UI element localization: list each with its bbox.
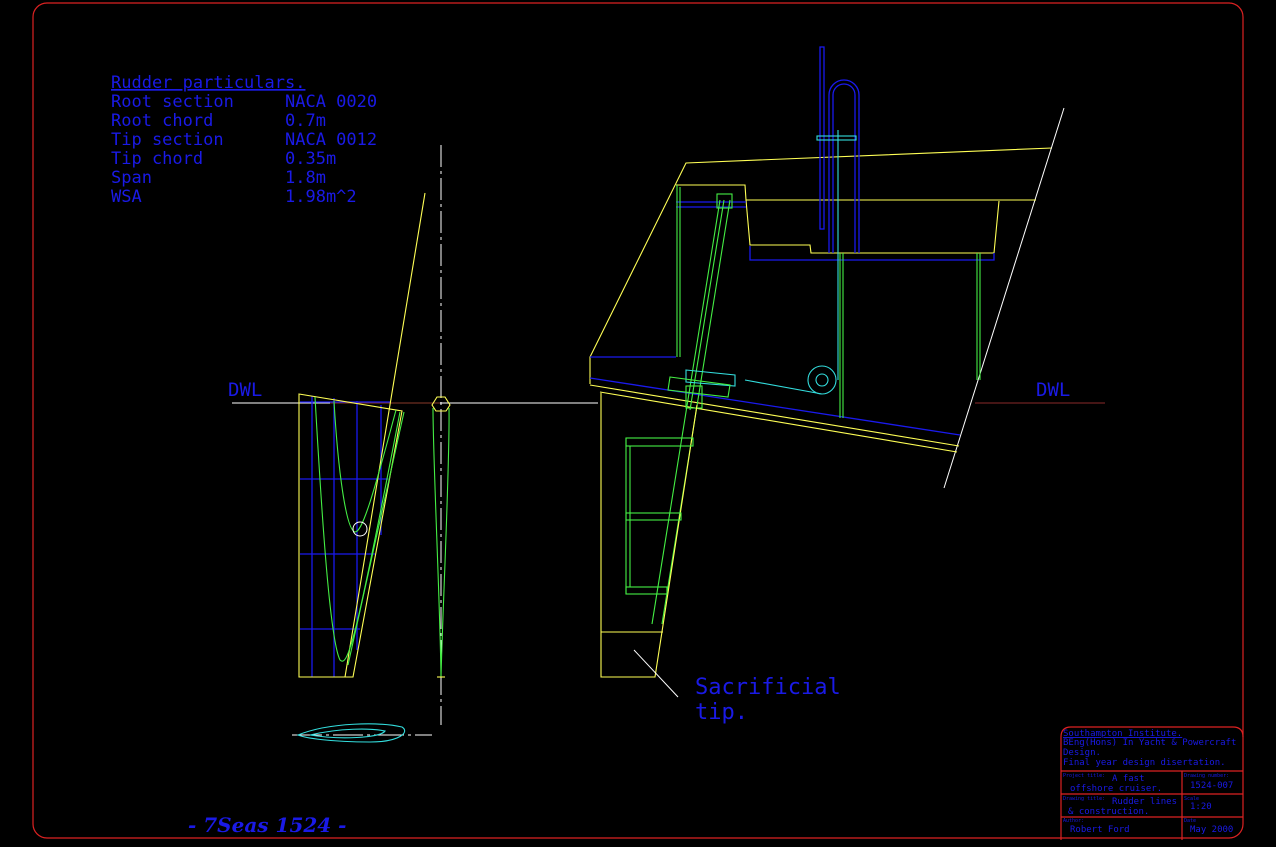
tb-drawing-title-label: Drawing title: (1063, 796, 1105, 802)
foil-section-plan (292, 723, 432, 743)
particular-value: 0.35m (285, 149, 336, 169)
tb-course-2: Design. (1063, 748, 1101, 758)
particular-label: Tip chord (111, 149, 203, 169)
rudder-particulars: Rudder particulars. Root section NACA 00… (111, 73, 377, 207)
particular-label: Root chord (111, 111, 213, 131)
tb-course-3: Final year design disertation. (1063, 758, 1226, 768)
particular-label: WSA (111, 187, 142, 207)
particular-label: Tip section (111, 130, 224, 150)
tb-project-title-2: offshore cruiser. (1070, 784, 1162, 794)
particular-value: NACA 0020 (285, 92, 377, 112)
dwl-label-left: DWL (228, 379, 262, 401)
sacrificial-tip-label: Sacrificial (695, 675, 841, 700)
particular-value: NACA 0012 (285, 130, 377, 150)
tb-project-title: A fast (1112, 774, 1145, 784)
rudder-lines-profile (298, 192, 426, 678)
logo-7seas: - 7Seas 1524 - (188, 813, 346, 837)
drawing-border (32, 2, 1244, 839)
tb-date-label: Date (1184, 818, 1196, 824)
hull-construction (589, 46, 1065, 698)
particular-label: Span (111, 168, 152, 188)
particulars-heading: Rudder particulars. (111, 73, 305, 93)
particular-label: Root section (111, 92, 234, 112)
tb-drawing-number-label: Drawing number: (1184, 773, 1229, 779)
tb-author-label: Author: (1063, 818, 1084, 824)
tb-scale-label: Scale (1184, 796, 1199, 802)
tb-drawing-title: Rudder lines (1112, 797, 1177, 807)
tb-date: May 2000 (1190, 825, 1233, 835)
title-block: Southampton Institute. BEng(Hons) In Yac… (1060, 726, 1244, 840)
rudder-section-view (431, 396, 451, 678)
particular-value: 0.7m (285, 111, 326, 131)
leader-line (633, 649, 679, 698)
tb-scale: 1:20 (1190, 802, 1212, 812)
tb-drawing-number: 1524-007 (1190, 781, 1233, 791)
tb-drawing-title-2: & construction. (1068, 807, 1149, 817)
sacrificial-tip-label-2: tip. (695, 700, 748, 725)
tb-author: Robert Ford (1070, 825, 1130, 835)
dwl-label-right: DWL (1036, 379, 1070, 401)
tb-project-title-label: Project title: (1063, 773, 1105, 779)
tb-institution: Southampton Institute. (1063, 729, 1182, 739)
particular-value: 1.98m^2 (285, 187, 357, 207)
particular-value: 1.8m (285, 168, 326, 188)
tb-course: BEng(Hons) In Yacht & Powercraft (1063, 738, 1236, 748)
